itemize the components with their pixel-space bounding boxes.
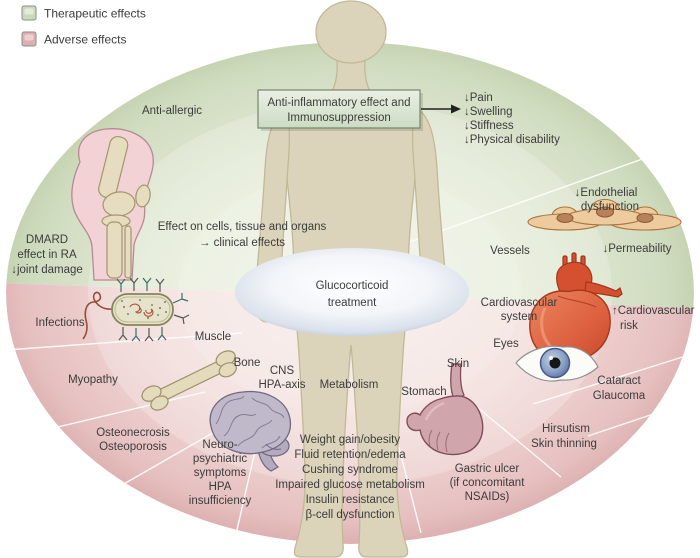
box-label-line2: Immunosuppression: [287, 112, 391, 124]
stomach-folds: [428, 429, 450, 453]
nucleoid: [129, 303, 154, 317]
label-beta-cell: β-cell dysfunction: [305, 509, 394, 521]
label-endothelial-1: ↓Endothelial: [575, 187, 638, 199]
label-gastric-1: Gastric ulcer: [455, 463, 520, 475]
therapeutic-swatch-highlight: [24, 8, 34, 15]
outcome-physical-disability: ↓Physical disability: [464, 134, 560, 146]
label-dmard-3: ↓joint damage: [11, 264, 83, 276]
cytoplasm-dots: [121, 299, 167, 319]
label-muscle: Muscle: [195, 331, 231, 343]
label-cns: CNS: [270, 365, 295, 377]
label-effect-cells-1: Effect on cells, tissue and organs: [158, 221, 327, 233]
flagellum: [82, 291, 113, 340]
label-neuro-3: symptoms: [194, 467, 247, 479]
label-anti-allergic: Anti-allergic: [142, 105, 202, 117]
label-infections: Infections: [35, 317, 84, 329]
label-weight-gain: Weight gain/obesity: [300, 434, 400, 446]
endothelial-cells-icon: [527, 198, 682, 231]
adverse-swatch-highlight: [24, 34, 34, 41]
label-insulin: Insulin resistance: [306, 494, 395, 506]
outcome-stiffness: ↓Stiffness: [464, 120, 514, 132]
label-hirsutism: Hirsutism: [542, 423, 590, 435]
metabolic-effects-list: Weight gain/obesity Fluid retention/edem…: [275, 434, 425, 521]
label-vessels: Vessels: [490, 245, 530, 257]
outcome-swelling: ↓Swelling: [464, 106, 513, 118]
label-dmard-1: DMARD: [26, 234, 68, 246]
label-osteonecrosis: Osteonecrosis: [96, 427, 170, 439]
heart-icon: [529, 252, 623, 362]
label-bone: Bone: [234, 357, 261, 369]
pupil: [549, 357, 561, 369]
label-skin: Skin: [447, 358, 469, 370]
brain-icon: [209, 390, 292, 472]
arrow-to-outcomes: [421, 104, 461, 114]
legend: Therapeutic effects Adverse effects: [21, 5, 146, 47]
label-dmard-2: effect in RA: [17, 249, 77, 261]
knee-joint-icon: [71, 128, 154, 281]
bone-icon: [141, 350, 237, 411]
label-hpa-axis: HPA-axis: [258, 379, 305, 391]
esophagus: [450, 363, 465, 402]
anti-inflammatory-box: [257, 89, 421, 129]
label-glucose: Impaired glucose metabolism: [275, 479, 425, 491]
heart-highlight: [540, 307, 553, 349]
label-neuro-5: insufficiency: [189, 495, 252, 507]
stomach-icon: [406, 363, 484, 456]
eye-icon: [515, 345, 599, 382]
label-fluid-retention: Fluid retention/edema: [294, 449, 406, 461]
box-label-line1: Anti-inflammatory effect and: [268, 97, 411, 109]
label-osteoporosis: Osteoporosis: [99, 441, 167, 453]
legend-adverse-label: Adverse effects: [44, 33, 127, 47]
label-cushing: Cushing syndrome: [302, 464, 398, 476]
label-gastric-3: NSAIDs): [465, 491, 510, 503]
label-neuro-2: psychiatric: [193, 453, 248, 465]
label-metabolism: Metabolism: [320, 379, 379, 391]
label-cardio-risk-2: risk: [620, 320, 638, 332]
bacterium-icon: [82, 277, 190, 342]
outcome-pain: ↓Pain: [464, 92, 493, 104]
label-gastric-2: (if concomitant: [450, 477, 526, 489]
pili-receptors: [116, 277, 190, 342]
stomach-body: [406, 395, 484, 456]
heart-body: [529, 289, 611, 362]
glucocorticoid-treatment-ellipse: [235, 248, 469, 336]
label-cardio-system-1: Cardiovascular: [481, 297, 558, 309]
label-eyes: Eyes: [493, 338, 519, 350]
label-glaucoma: Glaucoma: [593, 390, 646, 402]
head: [315, 0, 387, 64]
label-neuro-1: Neuro-: [202, 439, 237, 451]
label-permeability: ↓Permeability: [602, 243, 671, 255]
label-skin-thinning: Skin thinning: [531, 438, 597, 450]
clinical-outcomes-list: ↓Pain ↓Swelling ↓Stiffness ↓Physical dis…: [464, 92, 560, 146]
legend-therapeutic-label: Therapeutic effects: [44, 7, 146, 21]
label-neuro-4: HPA: [209, 481, 232, 493]
label-effect-cells-2: → clinical effects: [199, 237, 285, 249]
treatment-label-line2: treatment: [328, 297, 377, 309]
label-cardio-system-2: system: [501, 311, 537, 323]
cerebrum: [209, 390, 292, 455]
neuro-labels: Neuro- psychiatric symptoms HPA insuffic…: [189, 439, 252, 507]
label-cataract: Cataract: [597, 375, 641, 387]
brain-folds: [215, 395, 285, 450]
label-endothelial-2: dysfunction: [581, 201, 639, 213]
label-stomach: Stomach: [401, 386, 446, 398]
label-myopathy: Myopathy: [68, 374, 118, 386]
label-cardio-risk-1: ↑Cardiovascular: [612, 305, 695, 317]
treatment-label-line1: Glucocorticoid: [316, 280, 389, 292]
